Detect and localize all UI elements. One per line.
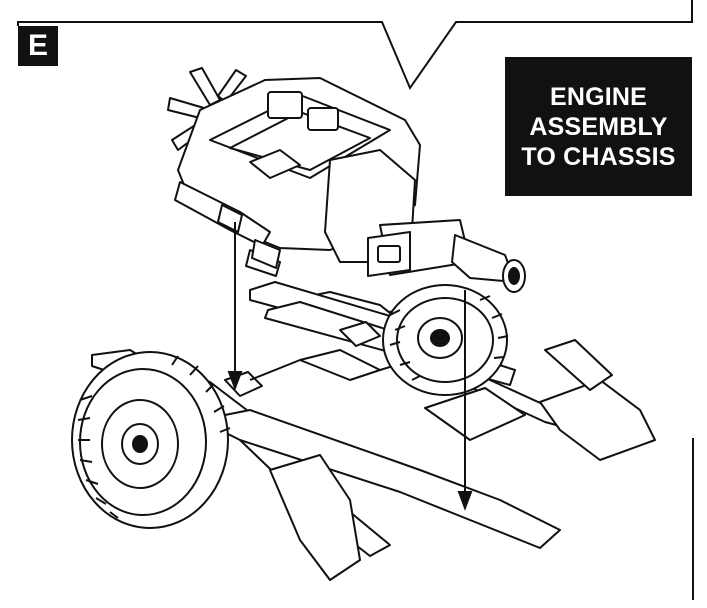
alignment-arrow — [227, 222, 243, 391]
wheel-illustration — [382, 284, 509, 396]
step-badge: E — [18, 26, 58, 66]
engine-illustration — [167, 67, 526, 293]
title-line-2: ASSEMBLY — [529, 112, 668, 141]
step-letter: E — [27, 29, 48, 62]
wheel-illustration — [71, 351, 231, 529]
title-line-1: ENGINE — [549, 82, 648, 111]
title-box: ENGINE ASSEMBLY TO CHASSIS — [505, 57, 692, 196]
alignment-arrow — [457, 290, 473, 511]
callout-frame — [17, 0, 694, 600]
title-line-3: TO CHASSIS — [521, 142, 676, 171]
